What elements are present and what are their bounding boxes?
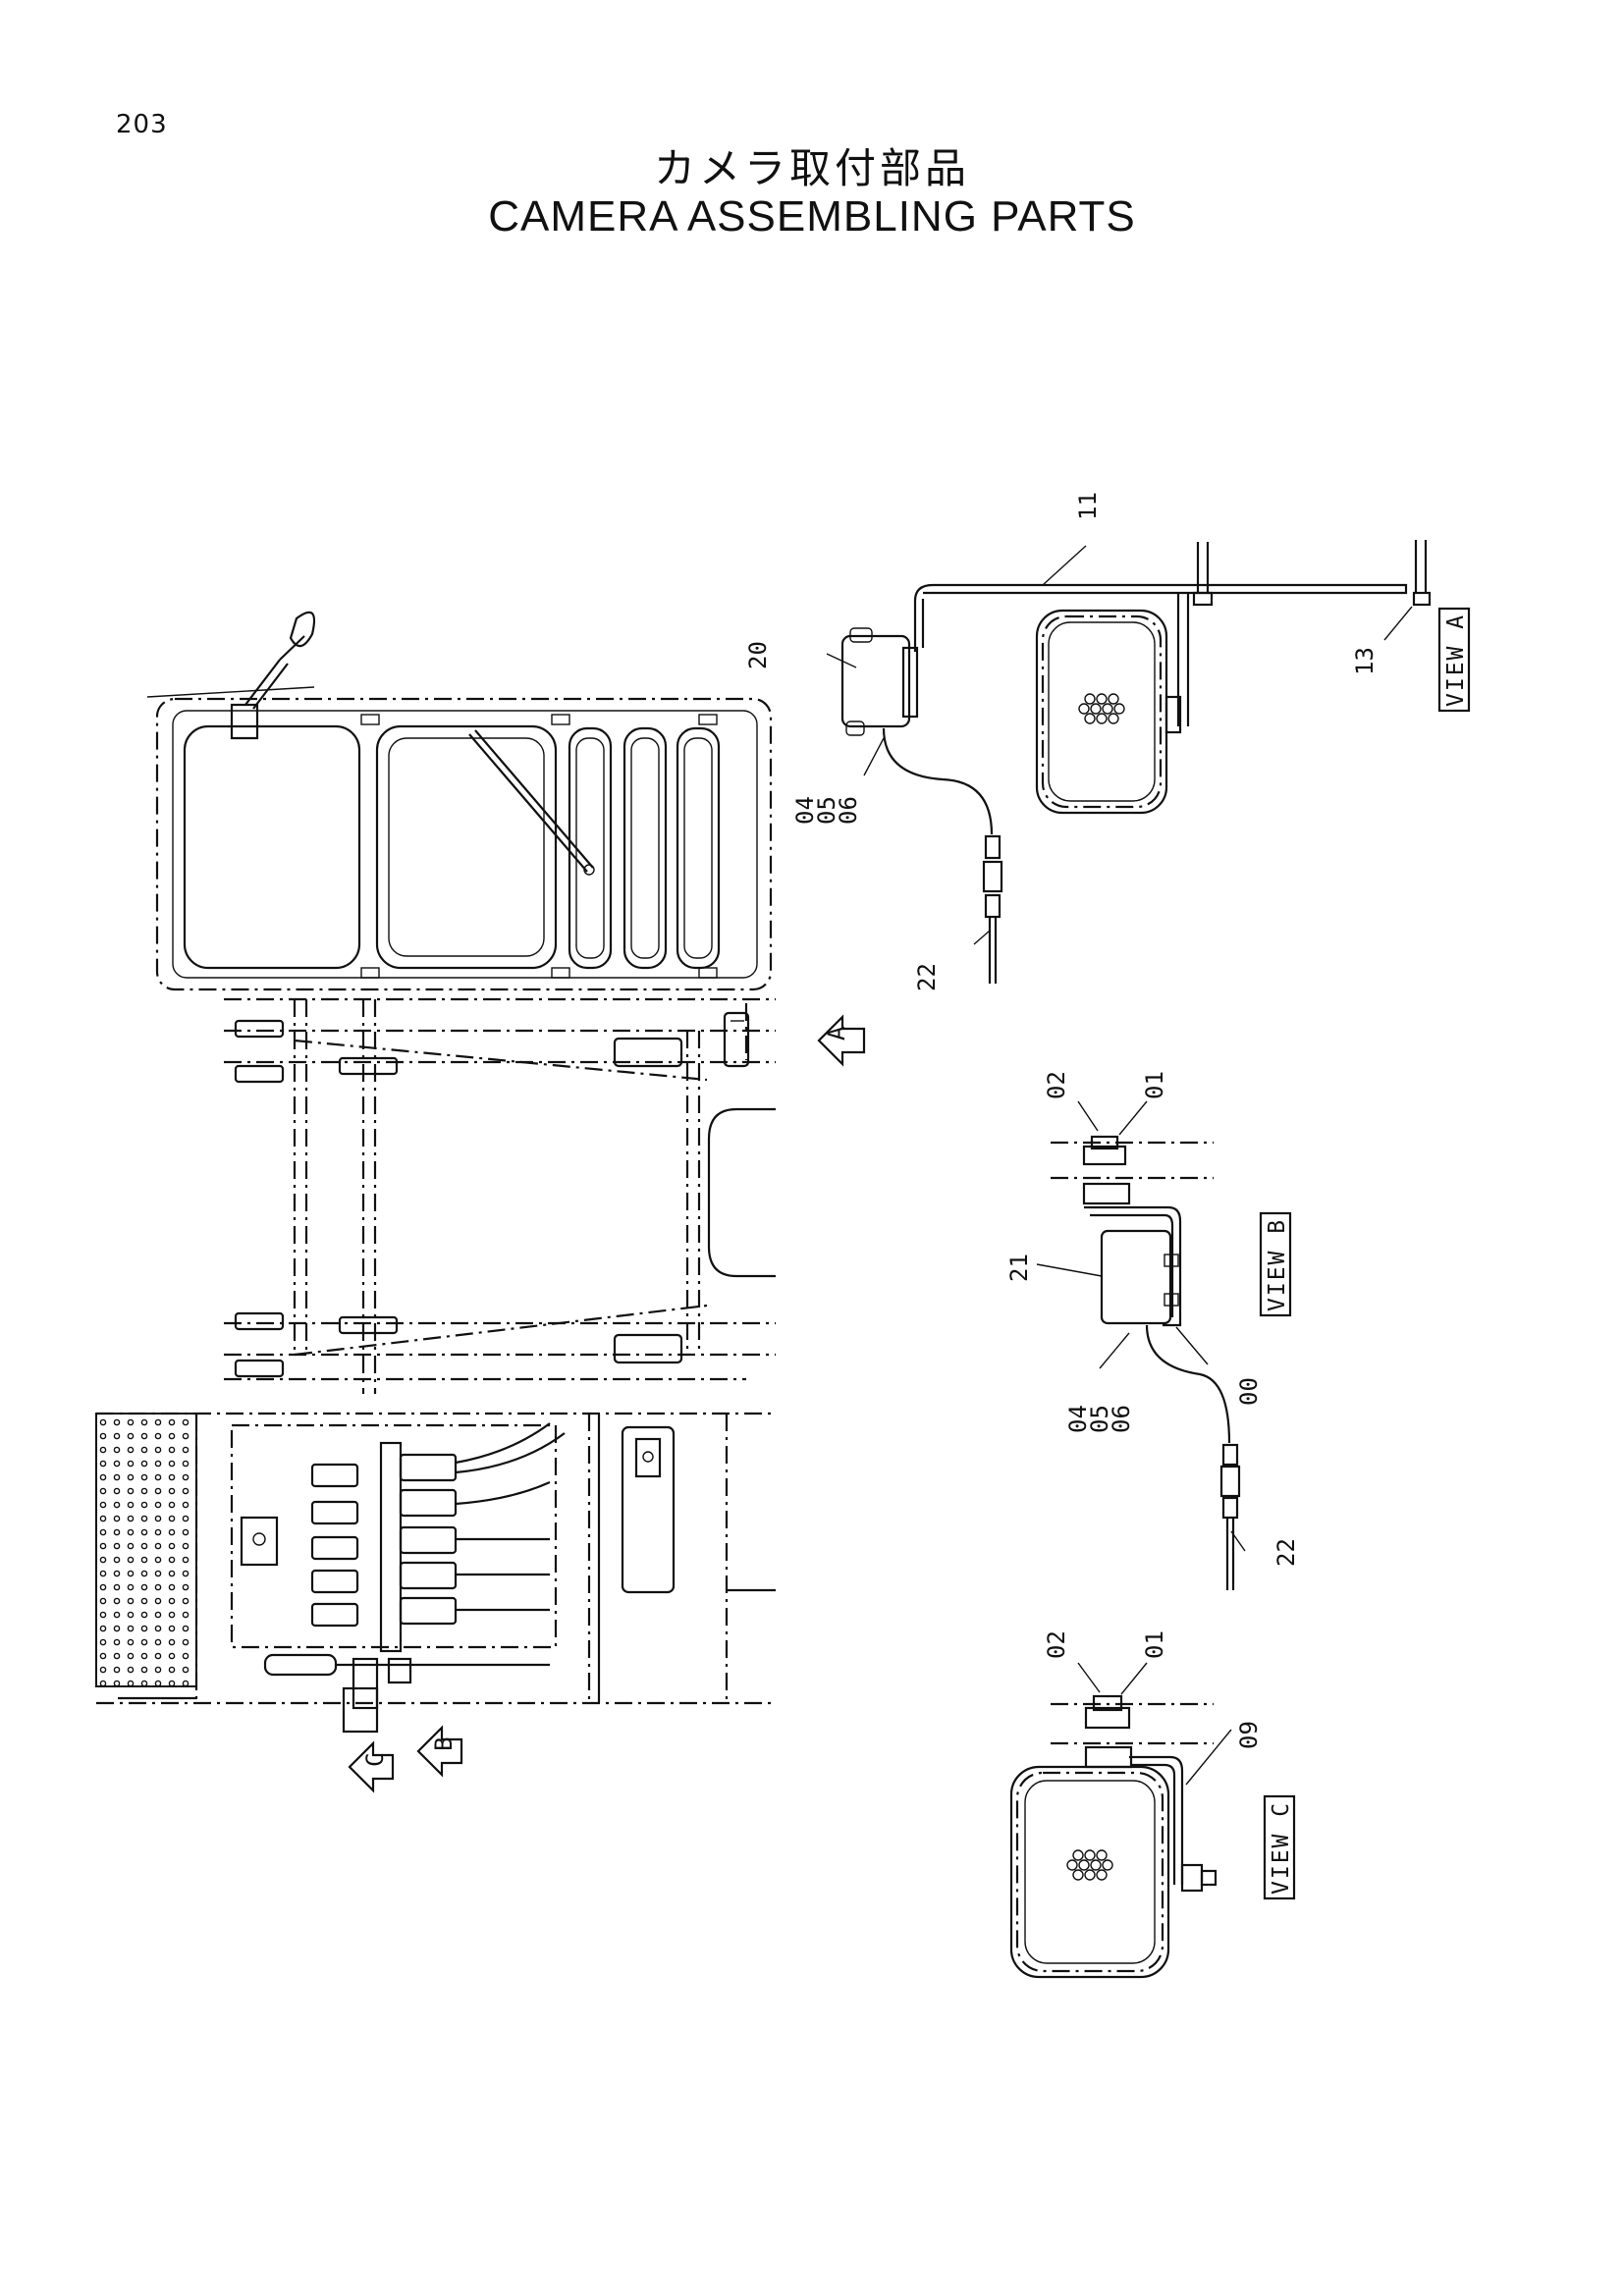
light-lens-a <box>1078 693 1125 724</box>
callout-20: 20 <box>744 641 772 669</box>
view-arrow-a: A <box>817 1014 866 1067</box>
page-number: 203 <box>116 110 168 139</box>
lower-platform <box>95 1412 776 1734</box>
callout-05-b: 05 <box>1086 1405 1113 1433</box>
callout-00: 00 <box>1235 1377 1263 1406</box>
page-title-japanese: カメラ取付部品 <box>653 144 970 192</box>
view-b-detail: 02 01 21 00 04 05 06 22 VIEW B <box>1005 1071 1300 1590</box>
callout-04-b: 04 <box>1064 1405 1092 1433</box>
callout-04-a: 04 <box>791 796 819 825</box>
view-arrow-b: B <box>416 1725 463 1778</box>
view-a-label: VIEW A <box>1443 614 1469 707</box>
view-c-label: VIEW C <box>1269 1801 1294 1895</box>
view-c-detail: 02 01 09 VIEW C <box>1009 1630 1296 1979</box>
page-title-english: CAMERA ASSEMBLING PARTS <box>488 192 1136 240</box>
callout-05-a: 05 <box>813 796 840 825</box>
callout-09: 09 <box>1235 1721 1263 1749</box>
view-b-label: VIEW B <box>1265 1218 1290 1311</box>
view-arrow-c-label: C <box>361 1753 389 1767</box>
callout-22-a: 22 <box>913 963 941 991</box>
callout-22-b: 22 <box>1272 1538 1300 1567</box>
light-lens-c <box>1066 1849 1113 1881</box>
callout-21: 21 <box>1005 1254 1033 1282</box>
upper-frame <box>224 997 776 1394</box>
view-arrow-c: C <box>348 1740 395 1793</box>
callout-02-c: 02 <box>1043 1630 1070 1659</box>
callout-06-a: 06 <box>835 796 862 825</box>
callout-01-c: 01 <box>1141 1630 1168 1659</box>
callout-06-b: 06 <box>1108 1405 1135 1433</box>
cab <box>146 611 773 1068</box>
view-arrow-b-label: B <box>430 1737 458 1751</box>
callout-11: 11 <box>1074 492 1102 520</box>
machine-overview: A B C <box>95 611 866 1793</box>
callout-02-b: 02 <box>1043 1071 1070 1099</box>
callout-01-b: 01 <box>1141 1071 1168 1099</box>
view-arrow-a-label: A <box>823 1026 850 1041</box>
callout-13: 13 <box>1351 647 1379 675</box>
view-a-detail: 11 20 13 04 05 06 22 VIEW A <box>744 492 1471 991</box>
